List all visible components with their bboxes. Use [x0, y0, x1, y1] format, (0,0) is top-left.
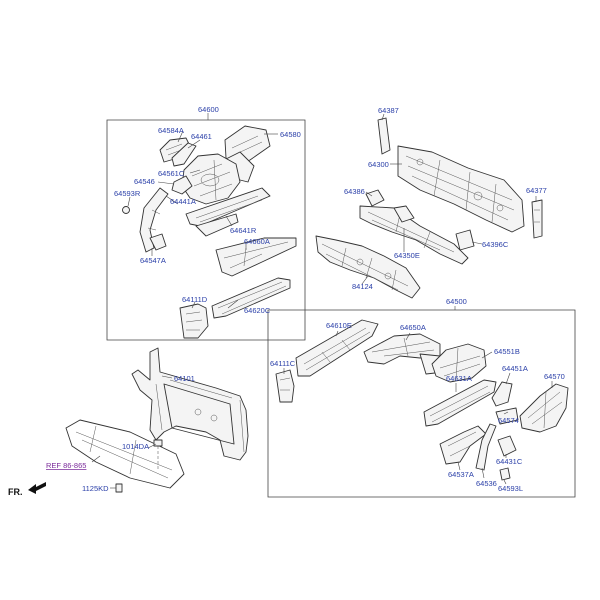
callout-64620C: 64620C — [244, 306, 271, 315]
part-64546 — [171, 175, 193, 195]
part-64610E — [295, 319, 379, 377]
callout-64500: 64500 — [446, 297, 467, 306]
group-box-64500 — [267, 309, 576, 498]
callout-64610E: 64610E — [326, 321, 352, 330]
callout-64631A: 64631A — [446, 374, 472, 383]
part-64300 — [397, 145, 525, 233]
part-64650A — [363, 333, 445, 375]
callout-64593R: 64593R — [114, 189, 141, 198]
callout-64660A: 64660A — [244, 237, 270, 246]
part-64101 — [131, 347, 249, 461]
callout-64546: 64546 — [134, 177, 155, 186]
part-64593R — [122, 206, 130, 214]
part-1014DA — [153, 439, 163, 447]
callout-64377: 64377 — [526, 186, 547, 195]
callout-64574: 64574 — [498, 416, 519, 425]
callout-64551B: 64551B — [494, 347, 520, 356]
callout-64451A: 64451A — [502, 364, 528, 373]
callout-64580: 64580 — [280, 130, 301, 139]
part-64660A — [215, 237, 297, 277]
part-64451A — [491, 381, 513, 407]
callout-64641R: 64641R — [230, 226, 257, 235]
direction-arrow-icon — [28, 482, 46, 494]
part-64111D — [179, 303, 209, 339]
callout-64111D: 64111D — [182, 295, 208, 304]
group-box-64600 — [106, 119, 306, 341]
direction-label: FR. — [8, 487, 23, 497]
part-64641R — [185, 187, 271, 237]
callout-1014DA: 1014DA — [122, 442, 149, 451]
part-64551B — [431, 343, 487, 383]
part-64441A — [139, 187, 169, 253]
part-64350E — [359, 205, 469, 265]
callout-64650A: 64650A — [400, 323, 426, 332]
callout-64431C: 64431C — [496, 457, 523, 466]
part-64387 — [377, 117, 391, 155]
part-64631A — [423, 379, 497, 427]
part-bumper-reference — [65, 419, 185, 489]
part-64593L — [499, 467, 511, 481]
callout-64396C: 64396C — [482, 240, 509, 249]
callout-64386: 64386 — [344, 187, 365, 196]
reference-link[interactable]: REF 86-865 — [46, 461, 86, 470]
part-64536 — [475, 423, 497, 471]
callout-1125KD: 1125KD — [82, 484, 109, 493]
callout-64547A: 64547A — [140, 256, 166, 265]
callout-64536: 64536 — [476, 479, 497, 488]
part-64386 — [365, 189, 385, 207]
part-64561C — [181, 153, 241, 205]
part-64461 — [171, 142, 197, 167]
part-64377 — [531, 199, 543, 239]
part-64396C — [455, 229, 475, 251]
callout-64570: 64570 — [544, 372, 565, 381]
callout-64600: 64600 — [198, 105, 219, 114]
part-64111C — [275, 369, 295, 403]
part-64620C — [211, 277, 291, 319]
callout-64441A: 64441A — [170, 197, 196, 206]
callout-64537A: 64537A — [448, 470, 474, 479]
callout-64387: 64387 — [378, 106, 399, 115]
callout-64350E: 64350E — [394, 251, 420, 260]
part-64537A — [439, 425, 487, 465]
callout-64101: 64101 — [174, 374, 195, 383]
callout-64461: 64461 — [191, 132, 212, 141]
callout-64584A: 64584A — [158, 126, 184, 135]
part-84124 — [315, 235, 421, 299]
callout-64300: 64300 — [368, 160, 389, 169]
part-1125KD — [115, 483, 123, 493]
part-64570 — [519, 383, 569, 433]
part-64431C — [497, 435, 517, 457]
callout-84124: 84124 — [352, 282, 373, 291]
callout-64111C: 64111C — [270, 359, 296, 368]
part-64574 — [495, 407, 519, 425]
callout-64561C: 64561C — [158, 169, 185, 178]
callout-64593L: 64593L — [498, 484, 523, 493]
leader-lines — [91, 113, 553, 489]
